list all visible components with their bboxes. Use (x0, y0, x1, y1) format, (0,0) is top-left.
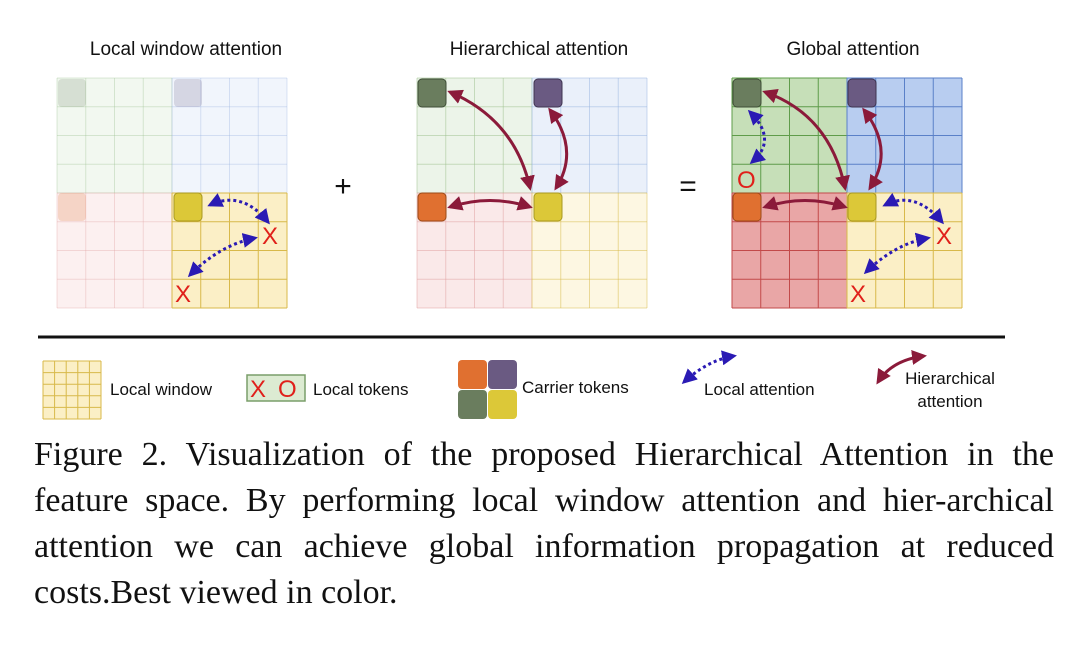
carrier-token-green (732, 78, 762, 108)
hierarchical-attention-arrow (447, 89, 535, 191)
panel-title-local: Local window attention (90, 39, 282, 60)
carrier-token-orange-faded (58, 193, 86, 221)
hierarchical-attention-arrow (447, 196, 533, 211)
local-token-x: X (850, 281, 866, 308)
panel-title-global: Global attention (786, 39, 919, 60)
hierarchical-grid (416, 77, 648, 309)
legend-hierarchical-label-2: attention (917, 392, 982, 411)
legend-carrier-orange (458, 360, 487, 389)
carrier-token-purple (847, 78, 877, 108)
panel-title-hierarchical: Hierarchical attention (450, 39, 628, 60)
global-grid (731, 77, 963, 309)
local-window-grid (56, 77, 288, 309)
legend-carrier-tokens-label: Carrier tokens (522, 378, 629, 397)
legend-local-tokens-label: Local tokens (313, 380, 408, 399)
carrier-token-yellow (173, 192, 203, 222)
equals-operator: = (679, 170, 697, 203)
legend-local-tokens-swatch (246, 374, 306, 402)
carrier-token-orange (417, 192, 447, 222)
carrier-token-purple (533, 78, 563, 108)
carrier-token-green-faded (58, 79, 86, 107)
legend-carrier-purple (488, 360, 517, 389)
local-attention-arrow (882, 192, 944, 225)
carrier-token-yellow (847, 192, 877, 222)
legend-local-attention-label: Local attention (704, 380, 815, 399)
legend-local-attention-arrow (681, 350, 737, 385)
legend-local-window-label: Local window (110, 380, 213, 399)
local-attention-arrow (187, 233, 258, 278)
plus-operator: + (334, 170, 352, 203)
local-token-x: X (936, 223, 952, 250)
local-token-o: O (737, 167, 756, 194)
legend-token-x: X (250, 376, 266, 403)
hierarchical-attention-arrow (548, 107, 569, 191)
carrier-token-orange (732, 192, 762, 222)
hierarchical-attention-arrow (762, 88, 850, 191)
figure-diagram: Local window attention Hierarchical atte… (38, 39, 1005, 420)
hierarchical-attention-arrow (762, 196, 848, 211)
local-token-x: X (262, 223, 278, 250)
legend-hierarchical-label-1: Hierarchical (905, 369, 995, 388)
hierarchical-attention-arrow (862, 107, 883, 191)
local-attention-arrow (747, 109, 767, 164)
local-attention-arrow (863, 232, 931, 275)
legend-hierarchical-arrow (876, 350, 927, 385)
local-attention-arrow (207, 193, 270, 225)
legend-carrier-yellow (488, 390, 517, 419)
carrier-token-purple-faded (174, 79, 202, 107)
legend-token-o: O (278, 376, 297, 403)
legend: Local window X O Local tokens Carrier to… (42, 350, 995, 420)
local-token-x: X (175, 281, 191, 308)
legend-local-window-swatch (42, 360, 102, 420)
legend-carrier-green (458, 390, 487, 419)
carrier-token-yellow (533, 192, 563, 222)
carrier-token-green (417, 78, 447, 108)
figure-caption: Figure 2. Visualization of the proposed … (34, 436, 1054, 611)
